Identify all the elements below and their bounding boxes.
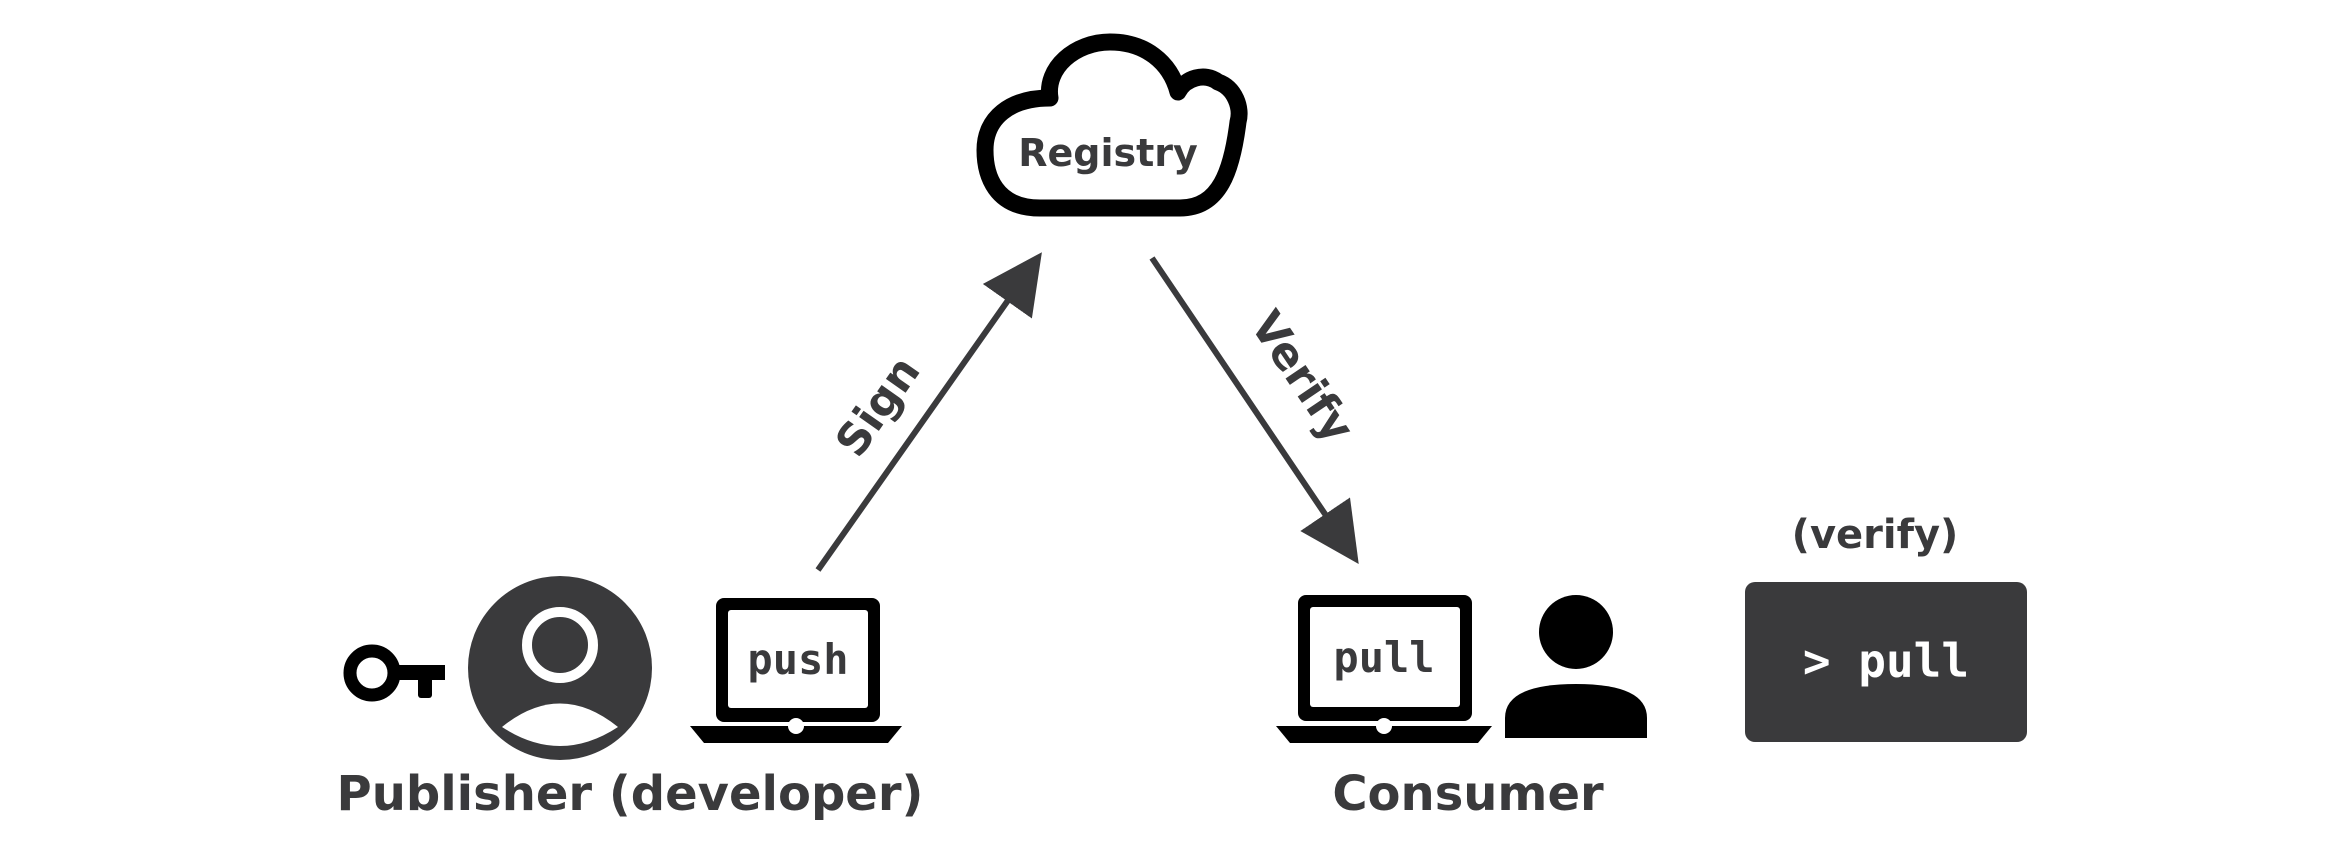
terminal-node: (verify) > pull — [1745, 512, 2027, 742]
publisher-node: push Publisher (developer) — [337, 576, 924, 822]
verify-arrow — [1149, 256, 1359, 564]
sign-edge: Sign — [815, 252, 1042, 572]
terminal-caption: (verify) — [1792, 512, 1959, 558]
consumer-laptop-icon: pull — [1276, 595, 1492, 743]
consumer-label: Consumer — [1332, 766, 1604, 822]
cloud-icon — [976, 33, 1248, 217]
push-command-label: push — [747, 635, 848, 684]
sign-label: Sign — [826, 347, 931, 466]
registry-label: Registry — [1018, 131, 1198, 175]
publisher-label: Publisher (developer) — [337, 766, 924, 822]
sign-arrow — [815, 252, 1042, 572]
pull-command-label: pull — [1333, 633, 1434, 682]
registry-node: Registry — [976, 33, 1248, 217]
terminal-command: > pull — [1803, 634, 1969, 688]
key-icon — [343, 644, 445, 702]
terminal-box — [1745, 582, 2027, 742]
user-icon — [1505, 595, 1647, 738]
consumer-node: pull Consumer — [1276, 595, 1647, 822]
verify-label: Verify — [1240, 302, 1364, 452]
verify-edge: Verify — [1149, 256, 1364, 564]
user-circle-icon — [468, 576, 652, 760]
publisher-laptop-icon: push — [690, 598, 902, 743]
